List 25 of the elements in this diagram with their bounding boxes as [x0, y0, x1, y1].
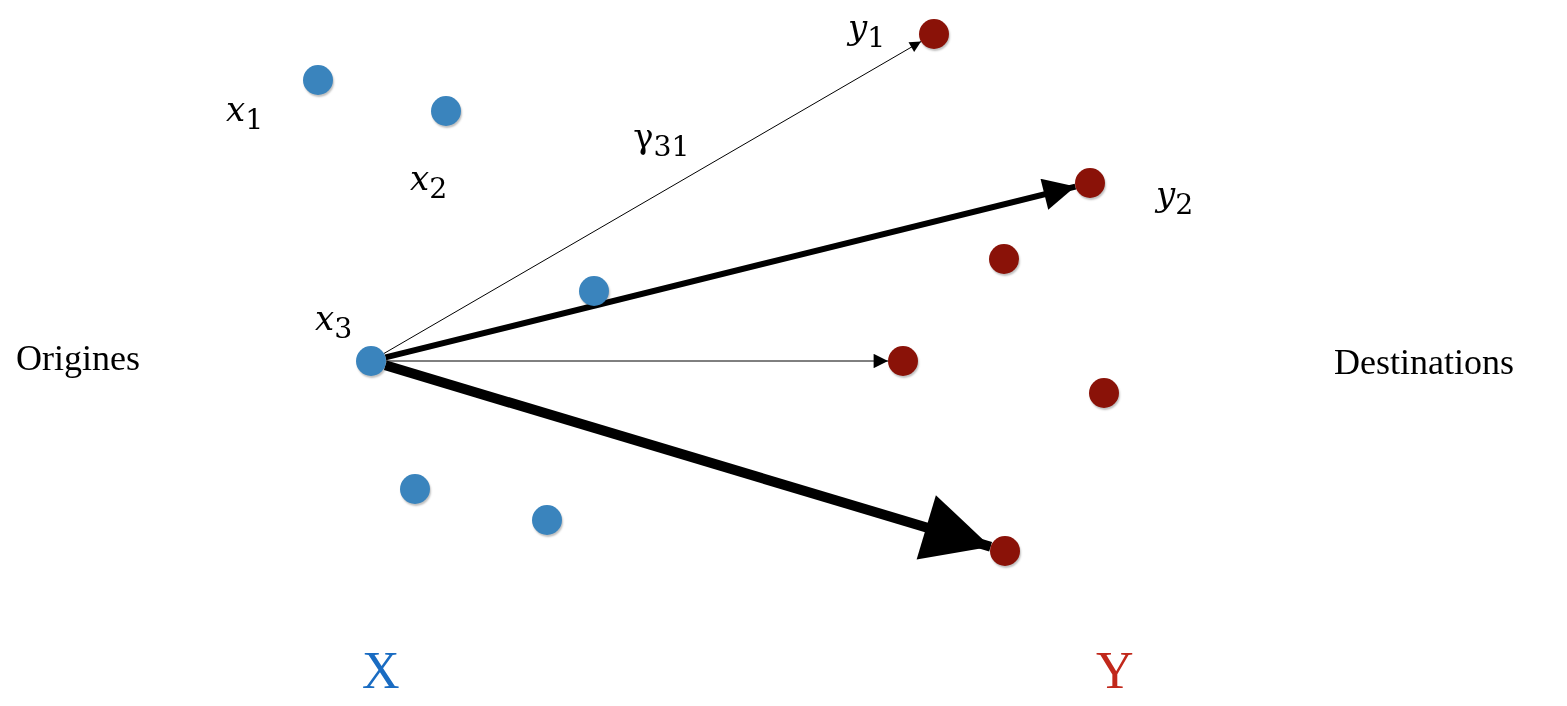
origin-point [400, 474, 430, 504]
arrow [384, 178, 1077, 361]
arrow [383, 360, 993, 560]
destination-point [1075, 168, 1105, 198]
point-label: y$_{1}$ [848, 10, 886, 53]
origin-point [532, 505, 562, 535]
point-label: x$_{2}$ [410, 161, 448, 204]
origin-point [356, 346, 386, 376]
origin-point [303, 65, 333, 95]
point-label: y$_{2}$ [1156, 177, 1194, 220]
group-label: Destinations [1334, 344, 1514, 380]
point-label: x$_{1}$ [226, 92, 264, 135]
group-label: Origines [16, 340, 140, 376]
point-label: x$_{3}$ [315, 301, 353, 344]
destination-point [1089, 378, 1119, 408]
destination-point [919, 19, 949, 49]
origin-point [431, 96, 461, 126]
arrow [383, 41, 922, 354]
origin-point [579, 276, 609, 306]
destination-point [888, 346, 918, 376]
arrow [385, 353, 889, 369]
destination-point [989, 244, 1019, 274]
set-label: Y [1096, 645, 1134, 697]
set-label: X [362, 645, 400, 697]
destination-point [990, 536, 1020, 566]
